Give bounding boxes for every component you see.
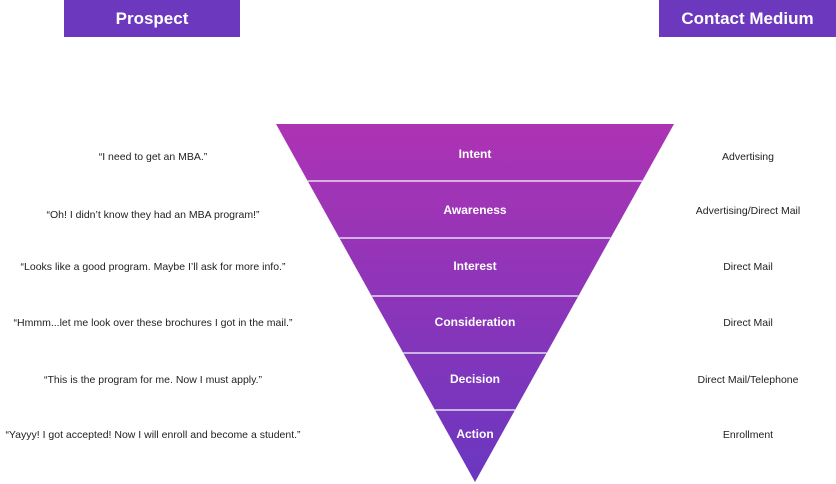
contact-medium-awareness: Advertising/Direct Mail <box>695 205 801 217</box>
prospect-quote-awareness: “Oh! I didn’t know they had an MBA progr… <box>46 209 260 221</box>
contact-medium-decision: Direct Mail/Telephone <box>697 374 799 386</box>
funnel-stage-labels: IntentAwarenessInterestConsiderationDeci… <box>435 147 516 441</box>
prospect-quote-decision: “This is the program for me. Now I must … <box>43 374 263 386</box>
stage-label-consideration: Consideration <box>435 315 516 329</box>
contact-medium-intent: Advertising <box>722 151 774 163</box>
contact-medium-header-label: Contact Medium <box>681 8 814 28</box>
prospect-header: Prospect <box>64 0 240 37</box>
prospect-quote-consideration: “Hmmm...let me look over these brochures… <box>13 317 293 329</box>
prospect-quote-interest: “Looks like a good program. Maybe I’ll a… <box>20 261 286 273</box>
prospect-header-label: Prospect <box>115 8 189 28</box>
contact-medium-action: Enrollment <box>722 429 774 441</box>
stage-label-decision: Decision <box>450 372 500 386</box>
stage-label-awareness: Awareness <box>443 203 506 217</box>
stage-label-action: Action <box>456 427 493 441</box>
funnel-shape <box>276 124 674 482</box>
stage-label-interest: Interest <box>453 259 496 273</box>
funnel-dividers <box>307 180 643 411</box>
prospect-quote-action: “Yayyy! I got accepted! Now I will enrol… <box>5 429 301 441</box>
contact-medium-header: Contact Medium <box>659 0 836 37</box>
stage-label-intent: Intent <box>459 147 492 161</box>
contact-medium-consideration: Direct Mail <box>723 317 773 329</box>
prospect-quote-intent: “I need to get an MBA.” <box>98 151 208 163</box>
contact-medium-interest: Direct Mail <box>723 261 773 273</box>
